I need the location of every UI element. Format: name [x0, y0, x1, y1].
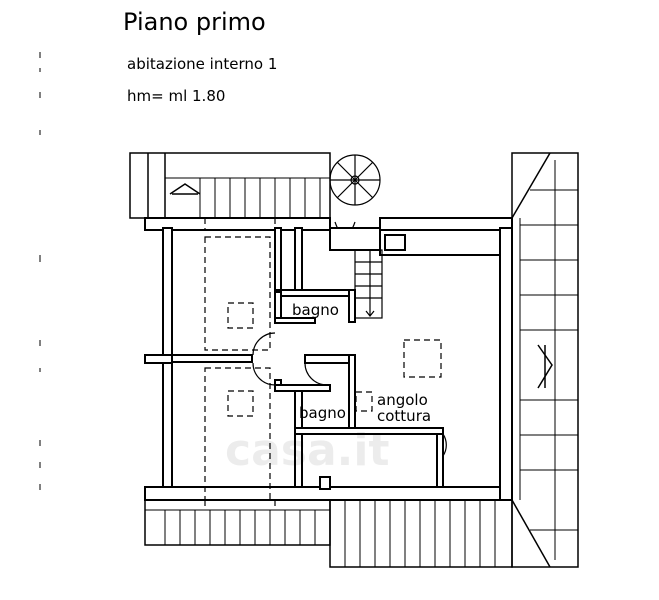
room-label-bagno-upper: bagno [292, 301, 339, 319]
room-label-bagno-lower: bagno [299, 404, 346, 422]
straight-stair [354, 249, 383, 319]
plan-subtitle: abitazione interno 1 [127, 55, 278, 73]
room-label-kitchen-1: angolo [377, 391, 428, 409]
slope-arrow-icon [169, 183, 201, 195]
skylights [204, 218, 442, 510]
height-note: hm= ml 1.80 [127, 87, 226, 105]
room-label-kitchen-2: cottura [377, 407, 431, 425]
walls [144, 217, 513, 501]
door-swings [252, 332, 447, 457]
spiral-stair [329, 154, 381, 237]
plan-title: Piano primo [123, 8, 266, 36]
slope-arrow-icon [537, 344, 553, 389]
watermark: casa.it [225, 425, 389, 476]
